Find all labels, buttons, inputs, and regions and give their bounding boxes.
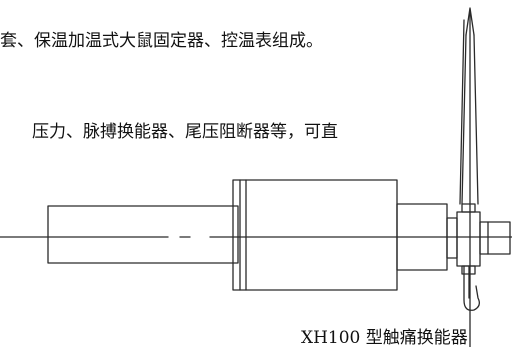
probe-hook xyxy=(463,265,480,311)
main-cylinder xyxy=(232,179,398,291)
probe-needle xyxy=(473,34,479,205)
figure-caption: XH100 型触痛换能器 xyxy=(301,328,468,348)
clamp-nut xyxy=(479,221,511,255)
probe-needle xyxy=(465,7,475,36)
probe-needle xyxy=(461,34,467,205)
paragraph-line-1: 套、保温加温式大鼠固定器、控温表组成。 xyxy=(0,31,323,51)
left-tube xyxy=(47,205,239,264)
probe-needle xyxy=(459,19,465,205)
paragraph-line-2: 压力、脉搏换能器、尾压阻断器等，可直 xyxy=(32,122,338,142)
neck xyxy=(446,217,458,259)
clamp-block xyxy=(456,211,481,267)
clamp-plate-top xyxy=(461,203,476,213)
